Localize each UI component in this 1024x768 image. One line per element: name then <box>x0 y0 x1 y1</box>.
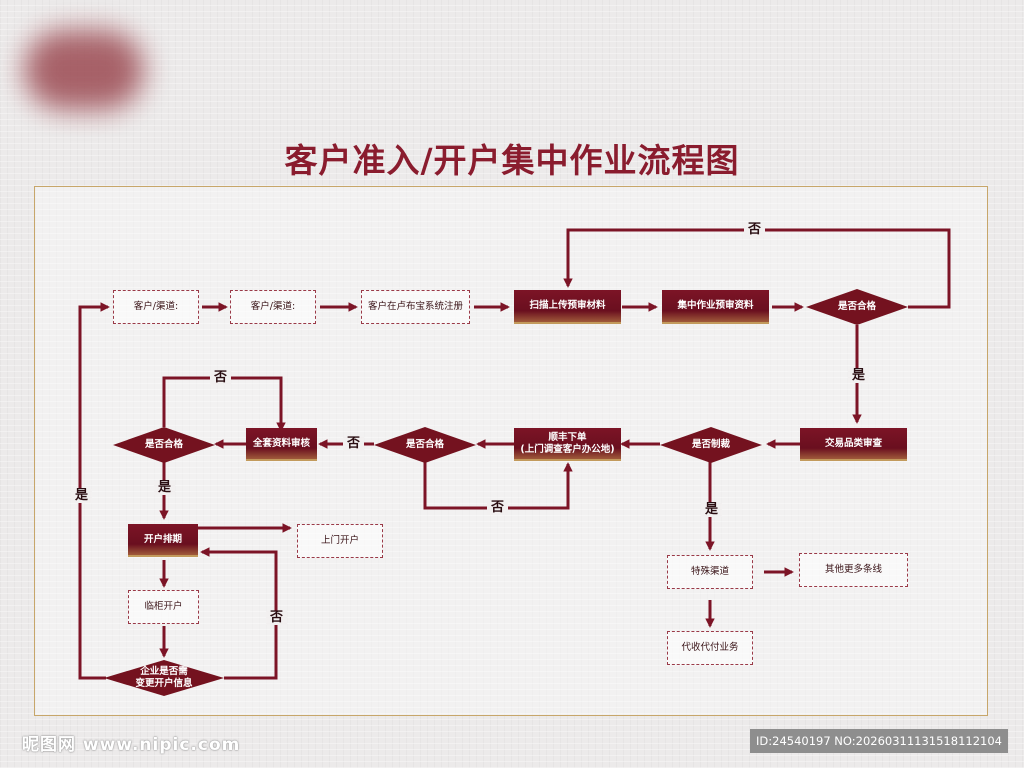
nipic-watermark: 昵图网 www.nipic.com <box>22 735 241 755</box>
change-info-decision: 企业是否需 变更开户信息 <box>104 660 224 696</box>
sf-order-node: 顺丰下单 (上门调查客户办公地) <box>514 428 621 461</box>
blurred-logo <box>24 30 144 110</box>
edge-label-no-sf: 否 <box>487 501 509 515</box>
onsite-open-node: 上门开户 <box>297 524 383 558</box>
sf-order-line2: (上门调查客户办公地) <box>520 443 615 455</box>
customer-channel-node-2: 客户/渠道: <box>230 290 316 324</box>
sanction-decision-label: 是否制裁 <box>691 439 730 450</box>
schedule-node: 开户排期 <box>128 524 198 557</box>
more-conditions-node: 其他更多条线 <box>799 553 908 587</box>
customer-channel-node-1: 客户/渠道: <box>113 290 199 324</box>
register-node: 客户在卢布宝系统注册 <box>361 290 470 324</box>
edge-label-yes-outer-left: 是 <box>71 489 93 503</box>
full-review-node: 全套资料审核 <box>246 428 317 461</box>
edge-qualified1-no-loop <box>563 228 951 309</box>
sanction-decision: 是否制裁 <box>660 427 762 463</box>
edge-label-no-top: 否 <box>744 223 766 237</box>
qualified-decision-1-label: 是否合格 <box>837 301 876 312</box>
qualified-decision-2-label: 是否合格 <box>405 439 444 450</box>
edge-label-no-mid: 否 <box>343 437 365 451</box>
change-info-text: 企业是否需 变更开户信息 <box>135 666 192 690</box>
change-info-line2: 变更开户信息 <box>135 678 193 689</box>
edge-label-yes-left-down: 是 <box>154 481 176 495</box>
edge-label-no-left-top: 否 <box>210 371 232 385</box>
edge-label-yes-right: 是 <box>848 369 870 383</box>
edge-label-no-change: 否 <box>266 611 288 625</box>
counter-open-node: 临柜开户 <box>128 590 199 624</box>
trade-review-node: 交易品类审查 <box>800 428 907 461</box>
edge-qualified3-no-loop <box>162 376 286 432</box>
special-channel-node: 特殊渠道 <box>667 555 753 589</box>
qualified-decision-1: 是否合格 <box>806 289 908 325</box>
agency-business-node: 代收代付业务 <box>667 631 753 665</box>
qualified-decision-2: 是否合格 <box>374 427 476 463</box>
change-info-line1: 企业是否需 <box>140 666 188 677</box>
sf-order-line1: 顺丰下单 <box>548 431 587 443</box>
page-title: 客户准入/开户集中作业流程图 <box>284 141 740 180</box>
scan-upload-node: 扫描上传预审材料 <box>514 290 621 324</box>
image-id-badge: ID:24540197 NO:20260311131518112104 <box>750 729 1008 753</box>
edge-label-yes-sanction: 是 <box>701 503 723 517</box>
qualified-decision-3-label: 是否合格 <box>144 439 183 450</box>
qualified-decision-3: 是否合格 <box>113 427 215 463</box>
central-preaudit-node: 集中作业预审资料 <box>662 290 769 324</box>
